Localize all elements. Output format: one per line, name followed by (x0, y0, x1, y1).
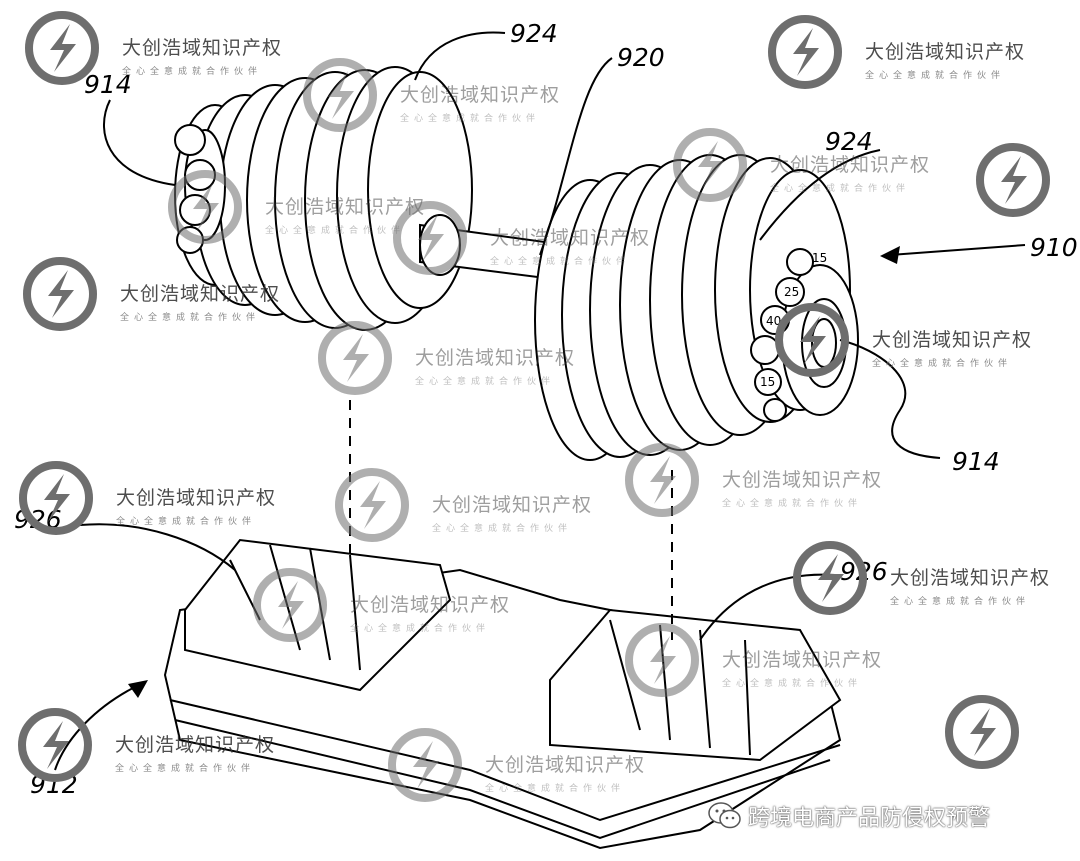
watermark-logo-icon (772, 19, 838, 85)
watermark-slogan: 全心全意成就合作伙伴 (415, 375, 555, 387)
watermark: 大创浩域知识产权 全心全意成就合作伙伴 (307, 62, 560, 128)
ref-label-910: 910 (1030, 233, 1078, 262)
weight-number: 25 (784, 285, 799, 299)
watermark-company: 大创浩域知识产权 (115, 734, 275, 756)
watermark-company: 大创浩域知识产权 (116, 487, 276, 509)
watermark-company: 大创浩域知识产权 (415, 347, 575, 369)
watermark: 大创浩域知识产权 全心全意成就合作伙伴 (23, 465, 276, 531)
watermark-logo-icon (629, 447, 695, 513)
watermark-logo-icon (322, 325, 388, 391)
watermark: 大创浩域知识产权 全心全意成就合作伙伴 (339, 472, 592, 538)
wechat-account-watermark: 跨境电商产品防侵权预警 (708, 798, 990, 834)
watermark: 大创浩域知识产权 全心全意成就合作伙伴 (27, 261, 280, 327)
watermark-company: 大创浩域知识产权 (265, 196, 425, 218)
ref-label-924-top: 924 (510, 19, 558, 48)
watermark-slogan: 全心全意成就合作伙伴 (890, 595, 1030, 607)
watermark: 大创浩域知识产权 全心全意成就合作伙伴 (397, 205, 650, 271)
watermark-slogan: 全心全意成就合作伙伴 (432, 522, 572, 534)
watermark: 大创浩域知识产权 全心全意成就合作伙伴 (677, 132, 930, 198)
watermark-slogan: 全心全意成就合作伙伴 (122, 65, 262, 77)
watermark-company: 大创浩域知识产权 (865, 41, 1025, 63)
dumbbell-drawing (174, 66, 859, 461)
watermark: 大创浩域知识产权 全心全意成就合作伙伴 (772, 19, 1025, 85)
watermark-logo-icon (27, 261, 93, 327)
watermark: 大创浩域知识产权 全心全意成就合作伙伴 (392, 732, 645, 798)
weight-number: 40 (766, 314, 781, 328)
watermark-company: 大创浩域知识产权 (722, 649, 882, 671)
watermark-slogan: 全心全意成就合作伙伴 (115, 762, 255, 774)
right-selector-dial (750, 248, 814, 422)
watermark-slogan: 全心全意成就合作伙伴 (722, 497, 862, 509)
wechat-icon (708, 802, 741, 829)
watermark-company: 大创浩域知识产权 (722, 469, 882, 491)
watermark-logo-icon (949, 699, 1015, 765)
watermark-slogan: 全心全意成就合作伙伴 (770, 182, 910, 194)
watermark-slogan: 全心全意成就合作伙伴 (265, 224, 405, 236)
ref-label-920: 920 (617, 43, 665, 72)
weight-numbers: 15 25 40 15 (760, 251, 827, 389)
weight-number: 15 (812, 251, 827, 265)
weight-number: 15 (760, 375, 775, 389)
watermark: 大创浩域知识产权 全心全意成就合作伙伴 (22, 712, 275, 778)
watermark-slogan: 全心全意成就合作伙伴 (490, 255, 630, 267)
watermark-slogan: 全心全意成就合作伙伴 (722, 677, 862, 689)
watermark-company: 大创浩域知识产权 (490, 227, 650, 249)
watermark-slogan: 全心全意成就合作伙伴 (485, 782, 625, 794)
watermark: 大创浩域知识产权 全心全意成就合作伙伴 (172, 174, 425, 240)
watermark-logo-icon (980, 147, 1046, 213)
watermark: 大创浩域知识产权 全心全意成就合作伙伴 (29, 15, 282, 81)
right-weight-stack (534, 154, 859, 461)
watermark-company: 大创浩域知识产权 (485, 754, 645, 776)
arrowheads (128, 246, 900, 698)
ref-label-924-right: 924 (825, 127, 873, 156)
watermark: 大创浩域知识产权 全心全意成就合作伙伴 (322, 325, 575, 391)
watermark-slogan: 全心全意成就合作伙伴 (872, 357, 1012, 369)
left-weight-stack (174, 66, 473, 331)
watermark: 大创浩域知识产权 全心全意成就合作伙伴 (797, 545, 1050, 611)
watermark-slogan: 全心全意成就合作伙伴 (400, 112, 540, 124)
watermark (980, 147, 1046, 213)
watermark-company: 大创浩域知识产权 (120, 283, 280, 305)
watermark-slogan: 全心全意成就合作伙伴 (865, 69, 1005, 81)
watermark: 大创浩域知识产权 全心全意成就合作伙伴 (629, 627, 882, 693)
watermark-company: 大创浩域知识产权 (350, 594, 510, 616)
watermark-company: 大创浩域知识产权 (770, 154, 930, 176)
ref-label-914-left: 914 (84, 70, 132, 99)
watermark-company: 大创浩域知识产权 (400, 84, 560, 106)
watermark-logo-icon (29, 15, 95, 81)
watermark: 大创浩域知识产权 全心全意成就合作伙伴 (629, 447, 882, 513)
ref-label-914-right: 914 (952, 447, 1000, 476)
watermark-slogan: 全心全意成就合作伙伴 (116, 515, 256, 527)
watermark: 大创浩域知识产权 全心全意成就合作伙伴 (779, 307, 1032, 373)
wechat-account-name: 跨境电商产品防侵权预警 (748, 806, 991, 831)
watermark (949, 699, 1015, 765)
watermark: 大创浩域知识产权 全心全意成就合作伙伴 (257, 572, 510, 638)
watermark-slogan: 全心全意成就合作伙伴 (120, 311, 260, 323)
watermark-company: 大创浩域知识产权 (432, 494, 592, 516)
watermark-slogan: 全心全意成就合作伙伴 (350, 622, 490, 634)
watermark-logo-icon (339, 472, 405, 538)
watermark-company: 大创浩域知识产权 (872, 329, 1032, 351)
watermark-company: 大创浩域知识产权 (890, 567, 1050, 589)
watermark-company: 大创浩域知识产权 (122, 37, 282, 59)
